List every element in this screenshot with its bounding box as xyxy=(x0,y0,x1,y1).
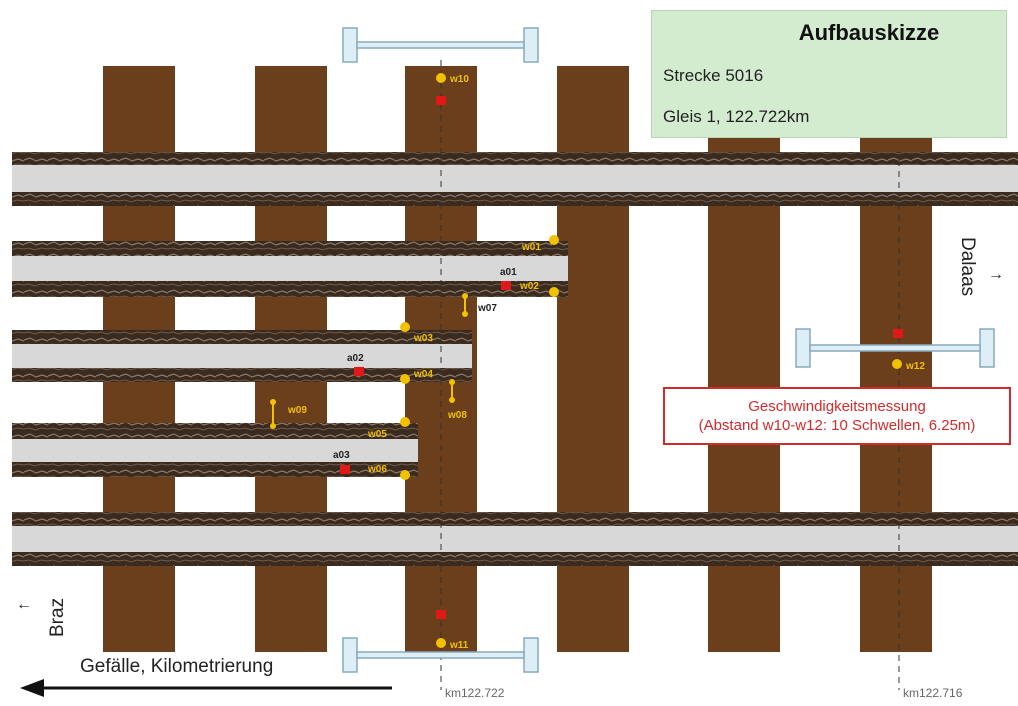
beam-right xyxy=(795,328,995,368)
sensor-red-bottom-dot xyxy=(436,610,446,619)
sensor-w01-dot xyxy=(549,235,559,245)
km-mark-right: km122.716 xyxy=(903,686,963,700)
beam-top xyxy=(342,27,539,63)
speed-box-line2: (Abstand w10-w12: 10 Schwellen, 6.25m) xyxy=(698,417,976,434)
label-a01: a01 xyxy=(500,267,517,278)
short-rail-2 xyxy=(12,330,472,382)
sensor-red-top-dot xyxy=(436,96,446,105)
label-a02: a02 xyxy=(347,353,364,364)
short-rail-1 xyxy=(12,241,568,297)
label-w10: w10 xyxy=(449,74,469,85)
arrow-right-icon: → xyxy=(988,266,1004,283)
speed-measurement-box: Geschwindigkeitsmessung (Abstand w10-w12… xyxy=(663,387,1011,445)
sensor-a02-dot xyxy=(354,367,364,376)
label-w02: w02 xyxy=(519,281,539,292)
label-w07: w07 xyxy=(477,303,497,314)
slope-arrow xyxy=(20,679,392,697)
track-label: Gleis 1, 122.722km xyxy=(663,107,810,126)
label-w06: w06 xyxy=(367,464,387,475)
title-box: Aufbauskizze Strecke 5016 Gleis 1, 122.7… xyxy=(651,10,1007,138)
sensor-w12-dot xyxy=(892,359,902,369)
sensor-w10-dot xyxy=(436,73,446,83)
direction-braz-label: Braz xyxy=(47,597,68,637)
slope-label: Gefälle, Kilometrierung xyxy=(80,656,274,677)
label-w11: w11 xyxy=(449,640,469,651)
sensor-w05-dot xyxy=(400,417,410,427)
label-w03: w03 xyxy=(413,333,433,344)
sensor-a03-dot xyxy=(340,465,350,474)
main-rail-top xyxy=(12,152,1018,206)
beam-bottom xyxy=(342,637,539,673)
label-w12: w12 xyxy=(905,361,925,372)
label-w09: w09 xyxy=(287,405,307,416)
route-label: Strecke 5016 xyxy=(663,66,764,85)
sensor-w06-dot xyxy=(400,470,410,480)
sensor-red-right-dot xyxy=(893,329,903,338)
sensor-w04-dot xyxy=(400,374,410,384)
direction-dalaas-label: Dalaas xyxy=(957,237,978,297)
sensors xyxy=(270,73,903,648)
label-a03: a03 xyxy=(333,450,350,461)
label-w05: w05 xyxy=(367,429,387,440)
diagram-title: Aufbauskizze xyxy=(798,20,940,45)
sensor-w03-dot xyxy=(400,322,410,332)
arrow-left-icon: ← xyxy=(16,596,32,613)
speed-box-line1: Geschwindigkeitsmessung xyxy=(748,398,926,415)
main-rail-bottom xyxy=(12,512,1018,566)
sensor-a01-dot xyxy=(501,281,511,290)
label-w01: w01 xyxy=(521,242,541,253)
sensor-w02-dot xyxy=(549,287,559,297)
sensor-w11-dot xyxy=(436,638,446,648)
label-w04: w04 xyxy=(413,369,433,380)
km-mark-left: km122.722 xyxy=(445,686,505,700)
short-rail-3 xyxy=(12,423,418,477)
label-w08: w08 xyxy=(447,410,467,421)
